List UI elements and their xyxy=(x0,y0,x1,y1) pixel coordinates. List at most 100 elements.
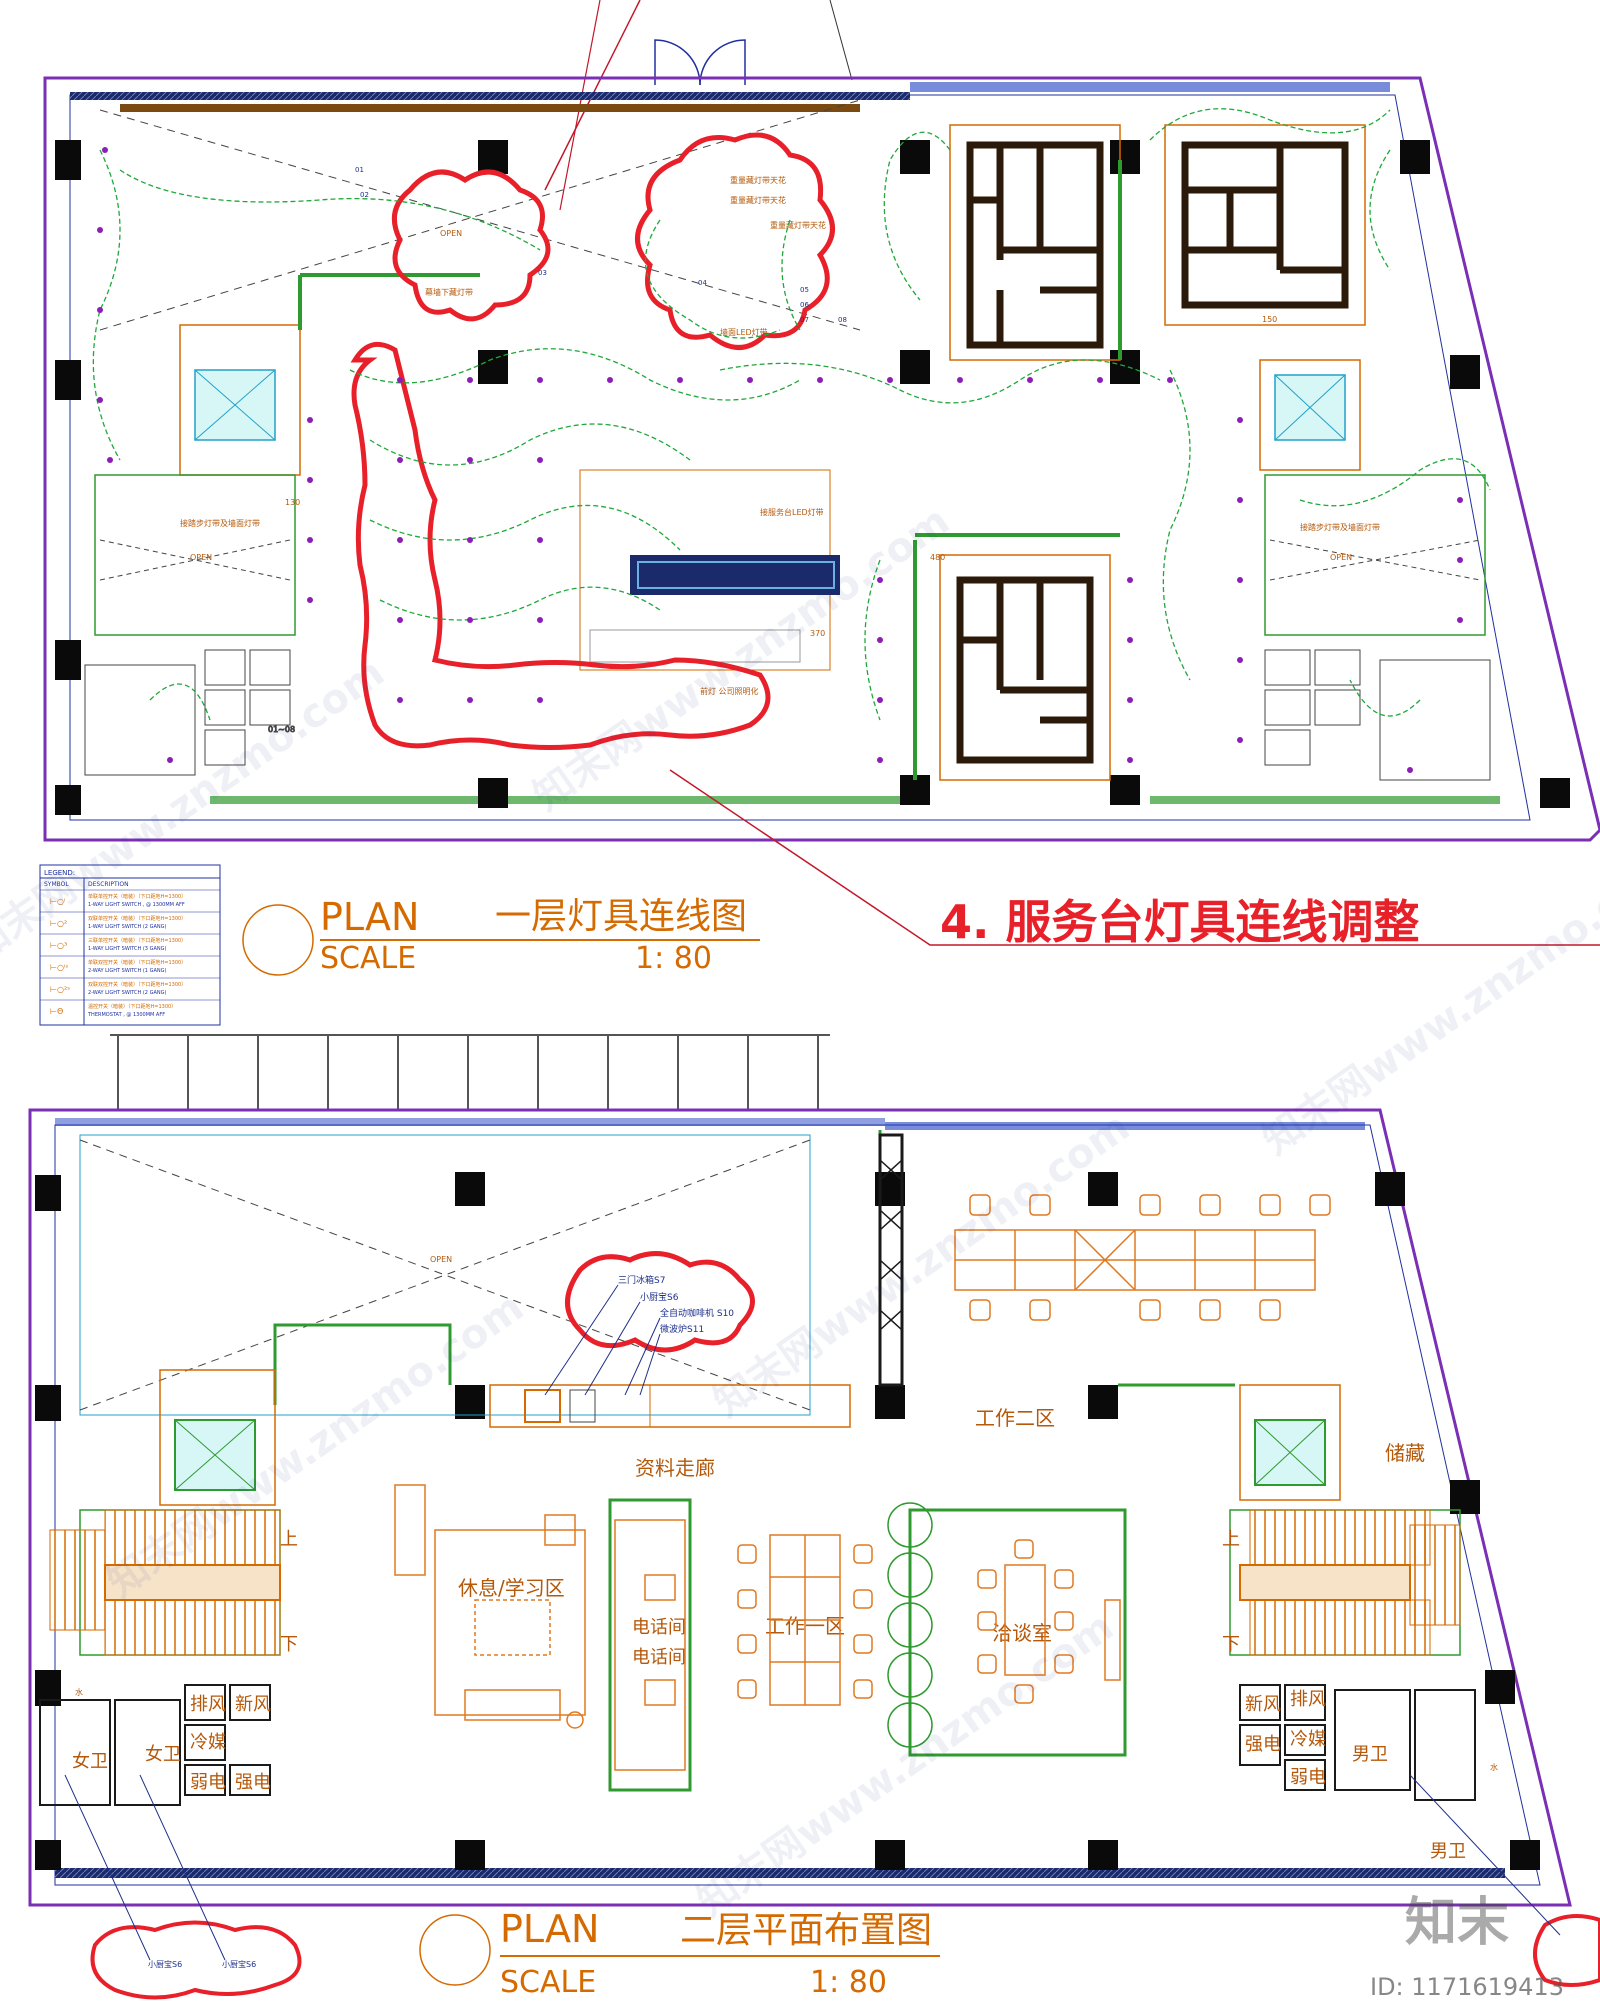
columns-2 xyxy=(35,1172,1540,1870)
plan-2-layout: OPEN 三门冰箱S7 小厨宝S6 全自 xyxy=(28,1034,1600,2000)
room-phone-1: 电话间 xyxy=(632,1617,686,1638)
svg-text:SYMBOL: SYMBOL xyxy=(44,881,69,888)
svg-text:单联双控开关（暗装）（下口距地H=1300）: 单联双控开关（暗装）（下口距地H=1300） xyxy=(88,959,186,966)
restroom-left-1: 01~08 xyxy=(84,649,296,776)
partitions-1 xyxy=(298,160,1122,780)
elevator-left xyxy=(179,324,301,476)
svg-text:04: 04 xyxy=(698,279,707,287)
plan-1-lighting: OPEN 接踏步灯带及墙面灯带 OPEN 接踏步灯带及墙面灯带 OPEN xyxy=(43,0,1600,946)
revision-cloud-c xyxy=(350,341,771,750)
svg-text:冷媒: 冷媒 xyxy=(1290,1729,1326,1750)
lounge-furniture xyxy=(394,1484,586,1729)
appliance-cloud: 三门冰箱S7 小厨宝S6 全自动咖啡机 S10 微波炉S11 xyxy=(565,1251,755,1353)
svg-text:⊢○ⁱ: ⊢○ⁱ xyxy=(50,897,65,906)
ceiling-panel-2 xyxy=(1164,124,1366,326)
room-work-2: 工作二区 xyxy=(975,1406,1055,1430)
elevator-right-2 xyxy=(1239,1384,1341,1501)
brand-logo: 知末 xyxy=(1405,1893,1509,1953)
svg-text:06: 06 xyxy=(800,301,809,309)
ceiling-panel-3 xyxy=(939,554,1111,781)
svg-text:03: 03 xyxy=(538,269,547,277)
columns-1 xyxy=(55,140,1570,815)
svg-text:1-WAY LIGHT SWITCH (3 GANG): 1-WAY LIGHT SWITCH (3 GANG) xyxy=(88,946,166,952)
stair-left-1: 接踏步灯带及墙面灯带 OPEN xyxy=(94,474,296,636)
svg-text:07: 07 xyxy=(800,316,809,324)
lighting-circuits xyxy=(92,108,1491,721)
svg-text:上: 上 xyxy=(1222,1529,1240,1550)
men-restroom-1: 男卫 xyxy=(1352,1744,1388,1765)
work-2-chairs xyxy=(969,1194,1331,1321)
restroom-right-1 xyxy=(1264,649,1491,781)
plan-2-scale: 1: 80 xyxy=(810,1965,887,2000)
svg-text:双联双控开关（暗装）（下口距地H=1300）: 双联双控开关（暗装）（下口距地H=1300） xyxy=(88,981,186,988)
open-label-top: OPEN xyxy=(440,229,462,238)
svg-text:冷媒: 冷媒 xyxy=(190,1732,226,1753)
svg-text:重量藏灯带天花: 重量藏灯带天花 xyxy=(770,220,826,230)
stair-left-2: 上 下 xyxy=(49,1509,298,1656)
svg-text:知末网www.znzmo.com: 知末网www.znzmo.com xyxy=(1255,842,1600,1164)
svg-text:知末网www.znzmo.com: 知末网www.znzmo.com xyxy=(706,1104,1138,1426)
svg-text:下: 下 xyxy=(280,1634,298,1655)
room-lounge: 休息/学习区 xyxy=(458,1576,565,1600)
svg-text:OPEN: OPEN xyxy=(190,553,212,562)
service-rooms-left xyxy=(39,1684,271,1806)
cloud-a-note: 幕墙下藏灯带 xyxy=(425,287,473,297)
appliance-coffee: 全自动咖啡机 S10 xyxy=(660,1307,734,1319)
svg-text:⊢○²: ⊢○² xyxy=(50,919,67,928)
svg-text:⊢○ⁱˢ: ⊢○ⁱˢ xyxy=(50,963,68,972)
svg-text:单联单控开关（暗装）（下口距地H=1300）: 单联单控开关（暗装）（下口距地H=1300） xyxy=(88,893,186,900)
appliance-kitchen-l2: 小厨宝S6 xyxy=(222,1959,256,1969)
stair-left-note: 接踏步灯带及墙面灯带 xyxy=(180,518,260,528)
svg-text:THERMOSTAT , @ 1300MM AFF: THERMOSTAT , @ 1300MM AFF xyxy=(87,1012,165,1018)
appliance-kitchen-l1: 小厨宝S6 xyxy=(148,1959,182,1969)
plan-2-title: 二层平面布置图 xyxy=(680,1910,932,1951)
svg-text:温控开关（暗装）（下口距地H=1300）: 温控开关（暗装）（下口距地H=1300） xyxy=(88,1003,176,1010)
svg-text:新风: 新风 xyxy=(1245,1694,1281,1715)
svg-text:OPEN: OPEN xyxy=(1330,553,1352,562)
note-leader-line xyxy=(669,769,1600,946)
elevator-left-2 xyxy=(159,1369,276,1506)
plan-1-title: 一层灯具连线图 xyxy=(495,896,747,937)
open-label-2: OPEN xyxy=(430,1255,452,1264)
meeting-furniture xyxy=(977,1539,1121,1704)
women-restroom-1: 女卫 xyxy=(72,1751,108,1772)
svg-text:05: 05 xyxy=(800,286,809,294)
ceiling-panel-1 xyxy=(949,124,1121,361)
legend-row: ⊢Θ 温控开关（暗装）（下口距地H=1300） THERMOSTAT , @ 1… xyxy=(40,999,220,1018)
svg-text:01: 01 xyxy=(355,166,364,174)
building-outline-2 xyxy=(28,1108,1572,1907)
walls-green-2 xyxy=(273,1130,1235,1792)
plan-1-plan-word: PLAN xyxy=(320,895,419,939)
image-id: ID: 1171619413 xyxy=(1370,1973,1564,2001)
svg-text:重量藏灯带天花: 重量藏灯带天花 xyxy=(730,195,786,205)
svg-text:双联单控开关（暗装）（下口距地H=1300）: 双联单控开关（暗装）（下口距地H=1300） xyxy=(88,915,186,922)
room-corridor: 资料走廊 xyxy=(635,1456,715,1480)
women-restroom-2: 女卫 xyxy=(145,1744,181,1765)
svg-text:弱电: 弱电 xyxy=(190,1772,226,1793)
svg-text:三联单控开关（暗装）（下口距地H=1300）: 三联单控开关（暗装）（下口距地H=1300） xyxy=(88,937,186,944)
work-2-furniture xyxy=(954,1229,1316,1291)
svg-text:上: 上 xyxy=(280,1529,298,1550)
appliance-microwave: 微波炉S11 xyxy=(660,1323,704,1335)
svg-text:⊢Θ: ⊢Θ xyxy=(50,1007,63,1016)
legend-row: ⊢○²ˢ 双联双控开关（暗装）（下口距地H=1300） 2-WAY LIGHT … xyxy=(40,977,220,996)
facade-fins xyxy=(110,1034,830,1110)
plan-1-scale-word: SCALE xyxy=(320,941,416,976)
logo-note: 前灯 公司照明化 xyxy=(700,686,759,696)
pantry-counter xyxy=(489,1384,851,1428)
stair-right-1: 接踏步灯带及墙面灯带 OPEN xyxy=(1264,474,1486,636)
legend-row: ⊢○³ 三联单控开关（暗装）（下口距地H=1300） 1-WAY LIGHT S… xyxy=(40,933,220,952)
men-restroom-2: 男卫 xyxy=(1430,1841,1466,1862)
svg-text:130: 130 xyxy=(285,498,300,507)
glass-rounds xyxy=(887,1502,933,1748)
svg-text:弱电: 弱电 xyxy=(1290,1767,1326,1788)
plan-1-scale: 1: 80 xyxy=(635,941,712,976)
legend-row: ⊢○ⁱˢ 单联双控开关（暗装）（下口距地H=1300） 2-WAY LIGHT … xyxy=(40,955,220,974)
appliance-kitchen: 小厨宝S6 xyxy=(640,1291,679,1303)
desk-led-note: 接服务台LED灯带 xyxy=(760,507,824,517)
svg-text:480: 480 xyxy=(930,553,945,562)
svg-text:排风: 排风 xyxy=(1290,1689,1326,1710)
svg-text:1-WAY LIGHT SWITCH , @ 1300MM: 1-WAY LIGHT SWITCH , @ 1300MM AFF xyxy=(88,902,185,908)
svg-text:2-WAY LIGHT SWITCH (1 GANG): 2-WAY LIGHT SWITCH (1 GANG) xyxy=(88,968,166,974)
